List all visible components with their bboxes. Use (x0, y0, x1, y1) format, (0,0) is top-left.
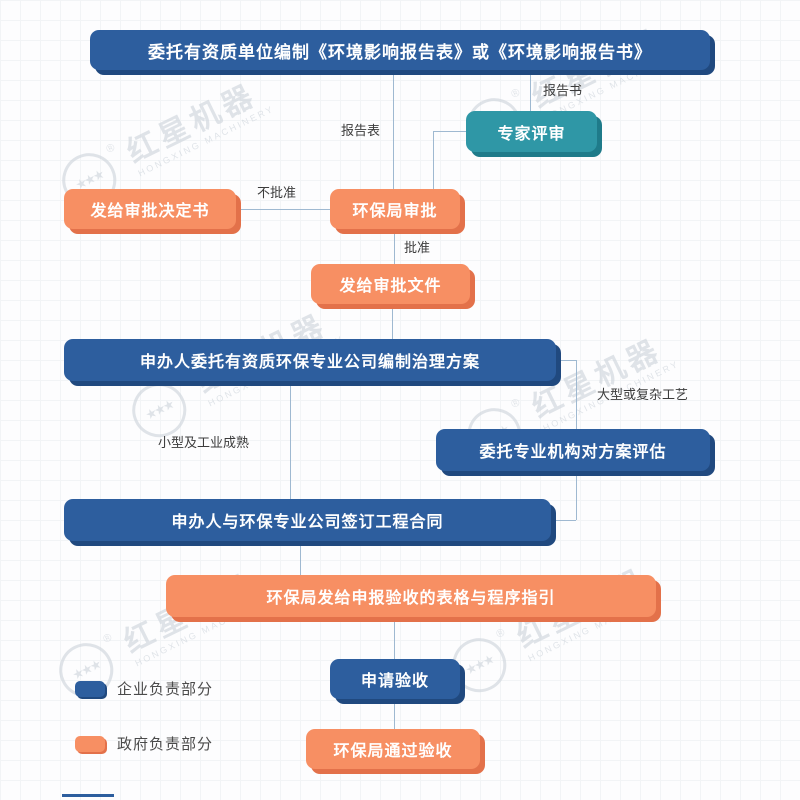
legend-swatch-enterprise (75, 680, 105, 697)
watermark-en-text: HONGXING MACHINERY (136, 103, 276, 179)
connector-eval-to-contract-v (576, 471, 577, 520)
registered-mark-icon: ® (101, 631, 114, 646)
connector-large-complex-v (576, 360, 577, 429)
connector-eval-to-contract-h (551, 520, 576, 521)
edge-label-approved: 批准 (404, 240, 431, 255)
watermark-cn-text: 红星机器 (122, 78, 263, 170)
edge-label-report-book: 报告书 (543, 83, 583, 98)
registered-mark-icon: ® (104, 141, 117, 156)
node-acceptance-passed: 环保局通过验收 (306, 729, 480, 769)
node-expert-review: 专家评审 (466, 111, 597, 152)
node-approval-decision-letter: 发给审批决定书 (64, 189, 236, 229)
node-epb-approval: 环保局审批 (330, 189, 460, 229)
connector-expert-to-epb-v (433, 131, 434, 189)
connector-report-book-line (530, 70, 531, 111)
connector-small-mature-line (290, 381, 291, 499)
connector-report-form-line (393, 70, 394, 189)
connector-approved-line (394, 229, 395, 264)
bottom-border-fragment (62, 794, 114, 797)
node-acceptance-forms-guide: 环保局发给申报验收的表格与程序指引 (166, 575, 656, 617)
connector-guide-to-apply-line (394, 617, 395, 659)
legend-label-government: 政府负责部分 (117, 736, 214, 753)
edge-label-report-form: 报告表 (341, 123, 381, 138)
edge-label-not-approved: 不批准 (257, 185, 297, 200)
edge-label-small-mature: 小型及工业成熟 (158, 435, 250, 450)
legend-item-government: 政府负责部分 (75, 733, 213, 754)
registered-mark-icon: ® (509, 396, 522, 411)
connector-not-approved-line (236, 209, 330, 210)
connector-expert-to-epb-h (433, 131, 466, 132)
registered-mark-icon: ® (509, 86, 522, 101)
watermark-text: 红星机器 HONGXING MACHINERY (122, 75, 276, 179)
legend-swatch-government (75, 735, 105, 752)
edge-label-large-complex: 大型或复杂工艺 (597, 387, 689, 402)
node-acceptance-application: 申请验收 (330, 659, 460, 699)
node-project-contract: 申办人与环保专业公司签订工程合同 (64, 499, 551, 541)
node-report-compilation: 委托有资质单位编制《环境影响报告表》或《环境影响报告书》 (90, 30, 710, 70)
node-approval-document: 发给审批文件 (311, 264, 470, 304)
node-treatment-plan-compilation: 申办人委托有资质环保专业公司编制治理方案 (64, 339, 556, 381)
connector-large-complex-h (556, 360, 576, 361)
connector-contract-to-guide-line (300, 541, 301, 575)
node-plan-evaluation: 委托专业机构对方案评估 (436, 429, 710, 471)
legend-label-enterprise: 企业负责部分 (117, 681, 214, 698)
connector-apply-to-pass-line (394, 699, 395, 729)
connector-document-to-plan-line (392, 304, 393, 339)
registered-mark-icon: ® (494, 626, 507, 641)
legend-item-enterprise: 企业负责部分 (75, 678, 213, 699)
